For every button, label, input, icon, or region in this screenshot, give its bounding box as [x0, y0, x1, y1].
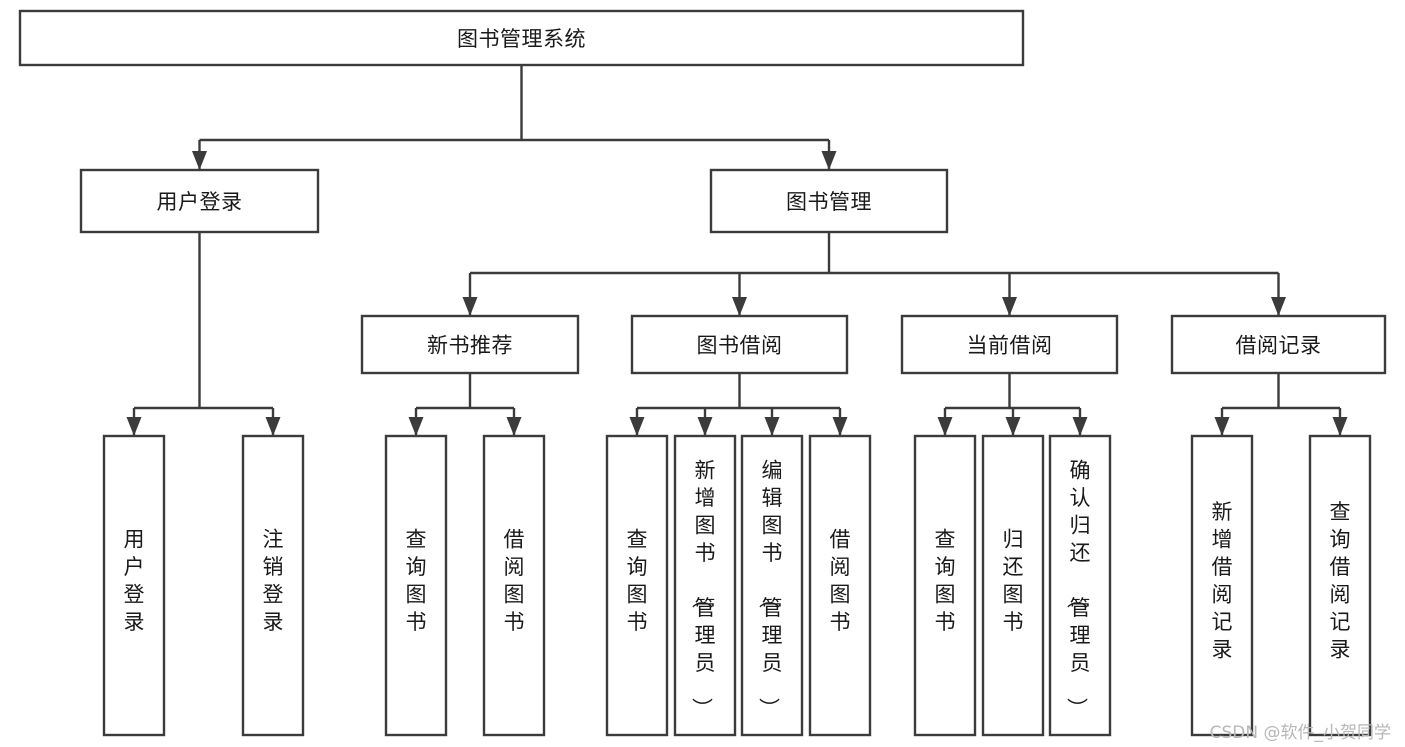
node-layer: 图书管理系统用户登录图书管理新书推荐图书借阅当前借阅借阅记录用户登录注销登录查询…: [18, 9, 1387, 737]
leaf-node-4-rect: [605, 434, 669, 737]
arrow-head: [192, 151, 207, 170]
level3-node-1-label: 图书借阅: [697, 334, 783, 358]
root-node-book-management-system[interactable]: 图书管理系统: [18, 9, 1025, 67]
leaf-node-0-label: 用户登录: [124, 527, 145, 634]
level3-node-3-label: 借阅记录: [1236, 334, 1322, 358]
arrow-head: [126, 417, 142, 436]
leaf-node-6-label: 编辑图书（管理员）: [757, 459, 783, 719]
leaf-node-6[interactable]: 编辑图书（管理员）: [740, 434, 804, 737]
level2-node-0[interactable]: 用户登录: [79, 168, 320, 234]
arrow-head: [1271, 297, 1286, 316]
level2-node-1-rect: [709, 168, 949, 234]
level2-node-0-rect: [79, 168, 320, 234]
root-node-book-management-system-rect: [18, 9, 1025, 67]
leaf-node-12-rect: [1308, 434, 1372, 737]
root-node-book-management-system-label: 图书管理系统: [457, 27, 586, 51]
connector-layer: [126, 65, 1348, 436]
arrow-head: [832, 417, 848, 436]
leaf-node-2-rect: [384, 434, 448, 737]
arrow-head: [462, 297, 478, 316]
leaf-node-12[interactable]: 查询借阅记录: [1308, 434, 1372, 737]
leaf-node-2[interactable]: 查询图书: [384, 434, 448, 737]
leaf-node-7[interactable]: 借阅图书: [808, 434, 872, 737]
arrow-head: [764, 417, 780, 436]
leaf-node-1[interactable]: 注销登录: [241, 434, 305, 737]
leaf-node-3-rect: [482, 434, 546, 737]
leaf-node-3-label: 借阅图书: [504, 527, 525, 634]
arrow-head: [937, 417, 953, 436]
arrow-head: [506, 417, 522, 436]
level3-node-1[interactable]: 图书借阅: [630, 314, 849, 375]
arrow-head: [265, 417, 281, 436]
leaf-node-10-label: 确认归还（管理员）: [1065, 459, 1091, 719]
arrow-head: [697, 417, 713, 436]
leaf-node-4-label: 查询图书: [627, 527, 648, 634]
arrow-head: [408, 417, 424, 436]
level3-node-0[interactable]: 新书推荐: [360, 314, 580, 375]
csdn-watermark: CSDN @软件_小贺同学: [1209, 723, 1391, 743]
leaf-node-12-label: 查询借阅记录: [1330, 500, 1351, 662]
leaf-node-7-label: 借阅图书: [830, 527, 851, 634]
level3-node-2-label: 当前借阅: [967, 334, 1053, 358]
level2-node-1-label: 图书管理: [786, 190, 872, 214]
leaf-node-5-label: 新增图书（管理员）: [690, 459, 716, 719]
leaf-node-8-rect: [913, 434, 977, 737]
leaf-node-8[interactable]: 查询图书: [913, 434, 977, 737]
level2-node-0-label: 用户登录: [157, 190, 243, 214]
level3-node-2[interactable]: 当前借阅: [900, 314, 1119, 375]
level3-node-0-label: 新书推荐: [427, 334, 513, 358]
leaf-node-10[interactable]: 确认归还（管理员）: [1048, 434, 1112, 737]
level3-node-3-rect: [1170, 314, 1387, 375]
leaf-node-0-rect: [102, 434, 166, 737]
leaf-node-11-label: 新增借阅记录: [1212, 500, 1233, 662]
leaf-node-2-label: 查询图书: [406, 527, 427, 634]
arrow-head: [1332, 417, 1348, 436]
level3-node-2-rect: [900, 314, 1119, 375]
level3-node-0-rect: [360, 314, 580, 375]
arrow-head: [1214, 417, 1230, 436]
leaf-node-7-rect: [808, 434, 872, 737]
leaf-node-1-label: 注销登录: [263, 527, 284, 634]
leaf-node-11[interactable]: 新增借阅记录: [1190, 434, 1254, 737]
leaf-node-0[interactable]: 用户登录: [102, 434, 166, 737]
level2-node-1[interactable]: 图书管理: [709, 168, 949, 234]
leaf-node-9-rect: [981, 434, 1045, 737]
leaf-node-11-rect: [1190, 434, 1254, 737]
leaf-node-9[interactable]: 归还图书: [981, 434, 1045, 737]
arrow-head: [1005, 417, 1021, 436]
arrow-head: [1002, 297, 1017, 316]
level3-node-3[interactable]: 借阅记录: [1170, 314, 1387, 375]
leaf-node-1-rect: [241, 434, 305, 737]
leaf-node-6-rect: [740, 434, 804, 737]
leaf-node-10-rect: [1048, 434, 1112, 737]
leaf-node-4[interactable]: 查询图书: [605, 434, 669, 737]
leaf-node-8-label: 查询图书: [935, 527, 956, 634]
leaf-node-9-label: 归还图书: [1003, 527, 1024, 634]
arrow-head: [821, 151, 837, 170]
arrow-head: [732, 297, 747, 316]
arrow-head: [629, 417, 645, 436]
leaf-node-5-rect: [673, 434, 737, 737]
leaf-node-5[interactable]: 新增图书（管理员）: [673, 434, 737, 737]
arrow-head: [1072, 417, 1088, 436]
level3-node-1-rect: [630, 314, 849, 375]
leaf-node-3[interactable]: 借阅图书: [482, 434, 546, 737]
